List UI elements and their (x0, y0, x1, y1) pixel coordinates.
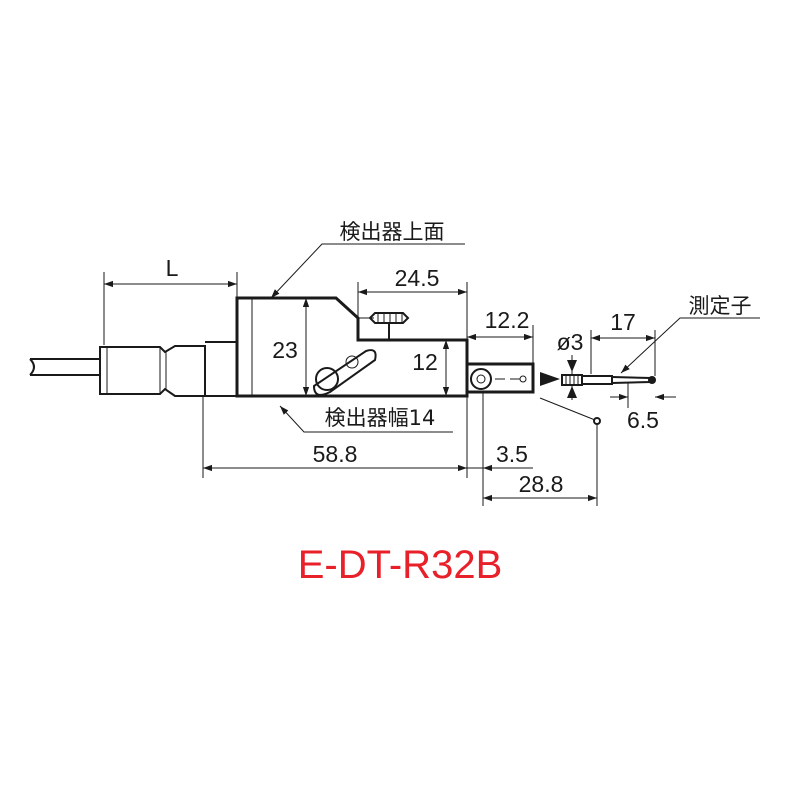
clamp-screw (368, 312, 410, 340)
front-tab (467, 362, 560, 394)
cable-connector (99, 341, 238, 397)
probe-length-dim: 17 (610, 309, 636, 335)
probe-label: 測定子 (689, 294, 752, 318)
probe-diameter-dim: ø3 (557, 329, 584, 355)
gap-dim: 3.5 (496, 441, 528, 467)
probe-stylus (539, 374, 656, 425)
body-length-dim: 58.8 (313, 441, 358, 467)
probe-reach-dim: 28.8 (519, 471, 564, 497)
top-surface-label: 検出器上面 (340, 220, 445, 244)
height-total-dim: 23 (272, 337, 298, 363)
cable-length-dim: L (166, 255, 179, 281)
tab-length-dim: 12.2 (485, 307, 530, 333)
dimension-lines (103, 272, 676, 506)
model-title: E-DT-R32B (298, 543, 503, 587)
cable (29, 358, 100, 376)
leader-lines (270, 243, 760, 433)
top-length-dim: 24.5 (395, 265, 440, 291)
tip-offset-dim: 6.5 (627, 407, 659, 433)
height-step-dim: 12 (412, 349, 438, 375)
detector-width-label: 検出器幅14 (325, 406, 436, 430)
side-lever (312, 349, 377, 396)
